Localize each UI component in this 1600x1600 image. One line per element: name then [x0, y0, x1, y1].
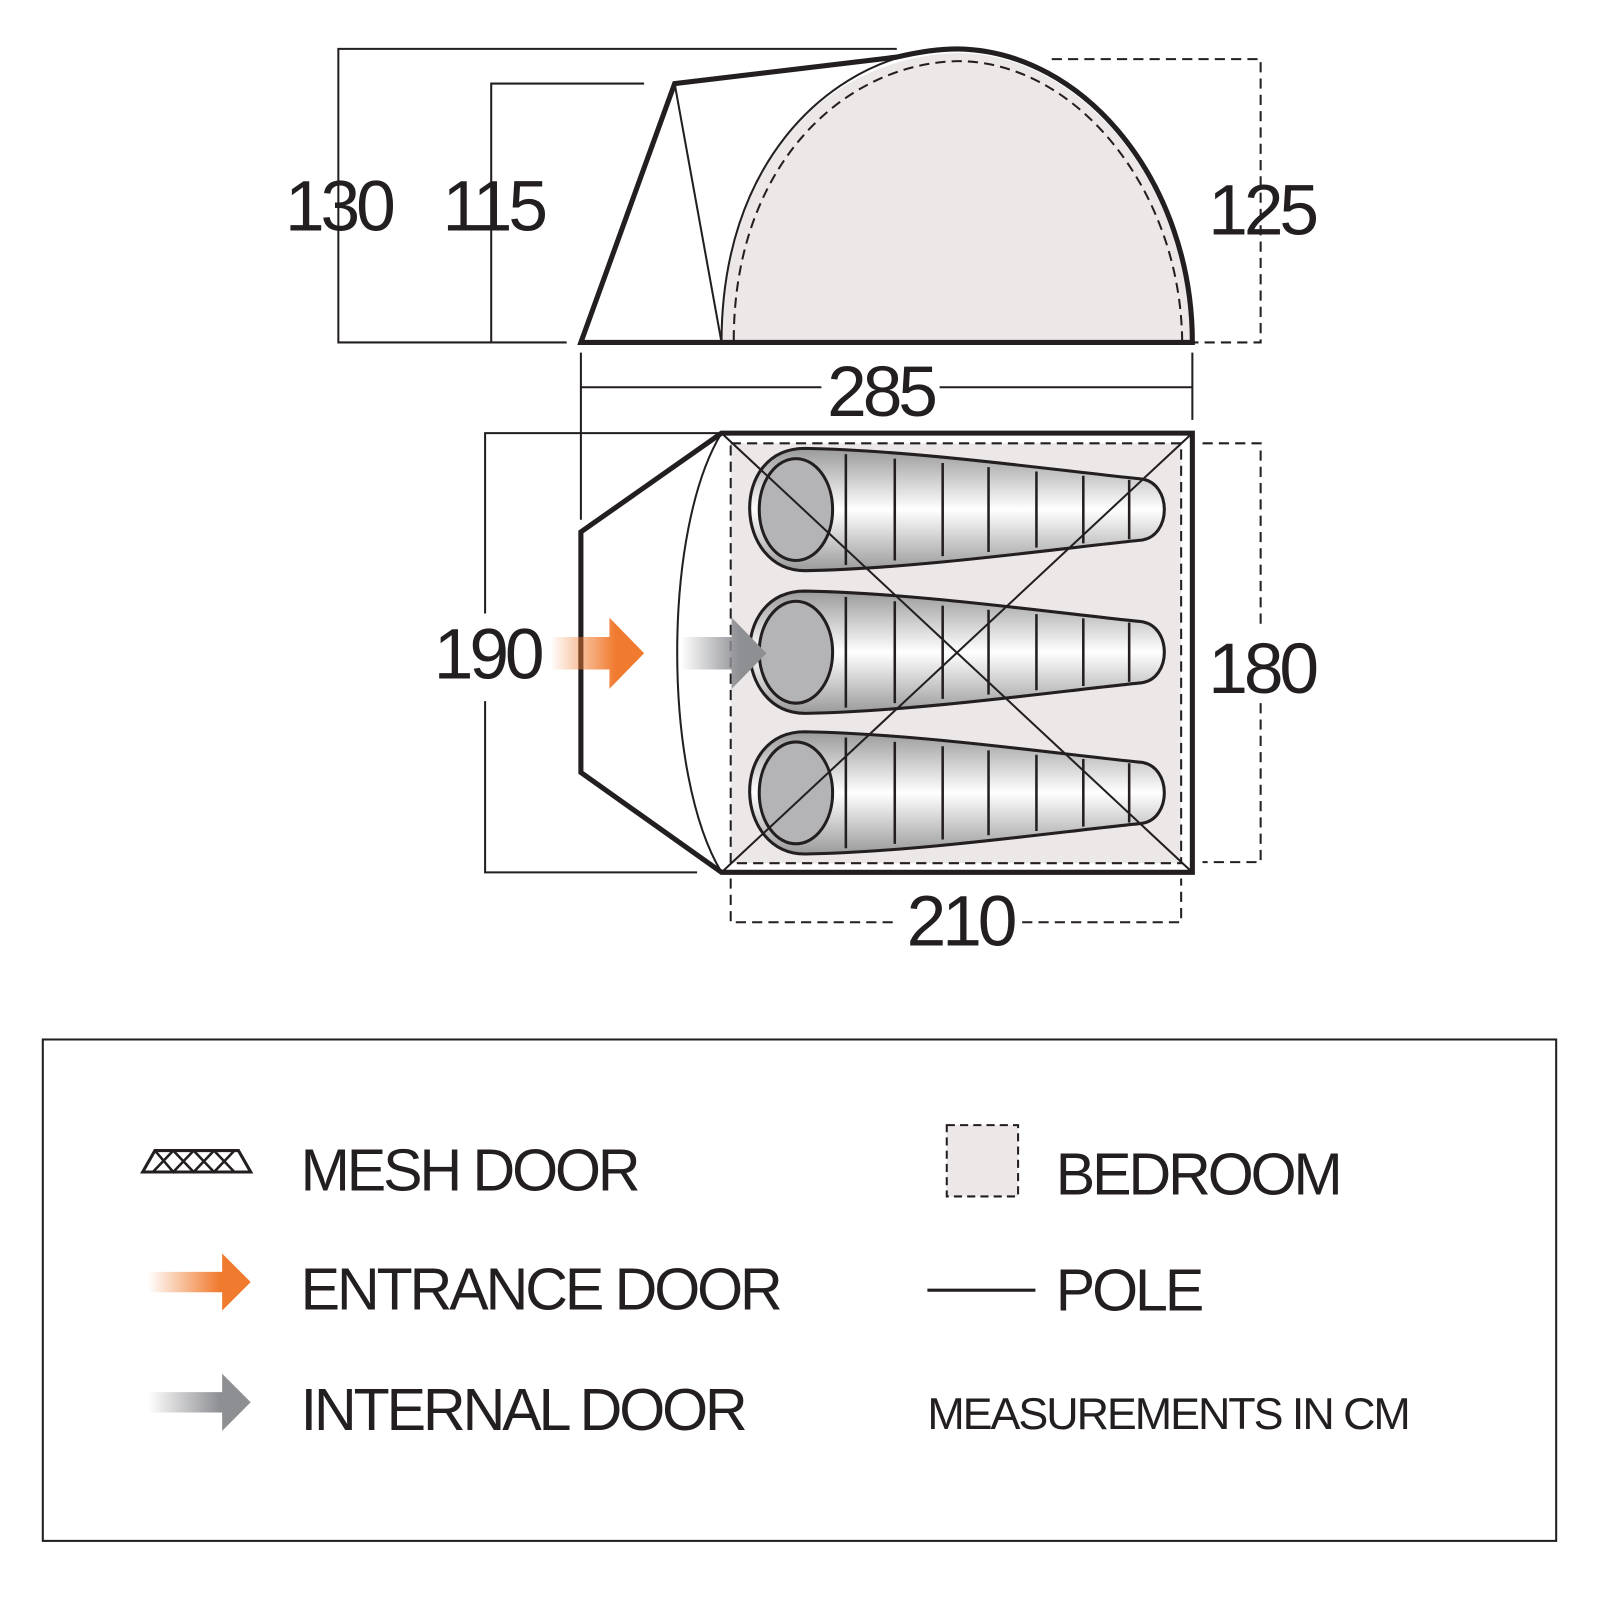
bag-hood — [757, 740, 835, 846]
side-view: 130 115 125 — [285, 46, 1321, 345]
dimension-line-125 — [1051, 58, 1262, 344]
internal-door-arrow-icon — [680, 617, 767, 689]
dome-pole — [720, 51, 918, 343]
measurements-note: MEASUREMENTS IN CM — [927, 1388, 1408, 1439]
entrance-arrow-icon — [550, 617, 645, 689]
dimension-line-190 — [484, 432, 722, 874]
dimension-line-130 — [337, 47, 897, 344]
legend-internal-door-label: INTERNAL DOOR — [301, 1376, 745, 1443]
width-180-label: 180 — [1208, 629, 1316, 709]
legend-entrance-door-label: ENTRANCE DOOR — [301, 1256, 780, 1323]
length-285-label: 285 — [827, 352, 935, 432]
flysheet-outline — [577, 46, 1195, 345]
floor-plan: 190 180 210 — [434, 430, 1321, 962]
height-125-label: 125 — [1208, 170, 1316, 250]
length-210-label: 210 — [907, 882, 1015, 962]
length-dimension: 285 — [579, 352, 1194, 520]
bedroom-dome-fill — [721, 52, 1191, 343]
legend-internal-arrow-icon — [147, 1373, 251, 1431]
inner-tent-dashed — [732, 60, 1184, 341]
sleeping-bags — [748, 446, 1166, 856]
height-130-label: 130 — [285, 166, 393, 246]
pole-cross — [720, 432, 1194, 874]
legend-mesh-door-label: MESH DOOR — [301, 1136, 638, 1203]
porch-pole — [673, 83, 723, 343]
dimension-line-210 — [729, 878, 1183, 924]
bag-hood — [757, 457, 835, 563]
width-190-label: 190 — [434, 615, 542, 695]
porch-pole-arc — [676, 432, 723, 873]
legend: MESH DOOR ENTRANCE DOOR INTERNAL DOOR BE… — [41, 1038, 1558, 1542]
sleeping-bag — [748, 730, 1166, 856]
legend-bedroom-label: BEDROOM — [1056, 1140, 1340, 1207]
height-115-label: 115 — [442, 166, 545, 246]
legend-bedroom-icon — [945, 1124, 1020, 1198]
bag-hood — [757, 599, 835, 705]
legend-pole-label: POLE — [1056, 1257, 1202, 1324]
dimension-line-115 — [490, 82, 645, 343]
mesh-door-icon — [140, 1148, 254, 1174]
dimension-line-180 — [1202, 442, 1262, 864]
legend-entrance-arrow-icon — [147, 1253, 251, 1311]
